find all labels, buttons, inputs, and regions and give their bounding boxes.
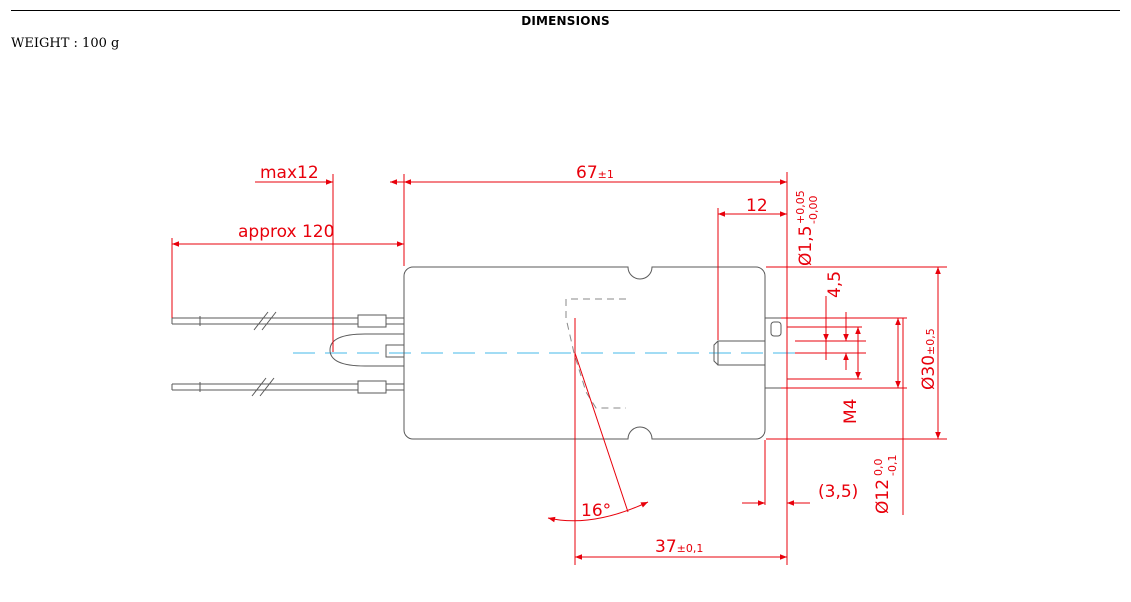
dim-max12: max12 <box>260 163 319 183</box>
dim-67: 67±1 <box>576 163 614 183</box>
dim-pin-dia-value: Ø1,5 <box>796 226 816 266</box>
dim-body-dia-value: Ø30 <box>919 355 939 390</box>
dim-37-tol: ±0,1 <box>677 542 704 555</box>
dimension-lines <box>171 172 947 565</box>
dim-shaft-dia-value: Ø12 <box>873 479 893 514</box>
dim-pin-dia-lower: -0,00 <box>807 196 820 224</box>
weight-label: WEIGHT <box>11 36 70 51</box>
page-title: DIMENSIONS <box>521 14 610 28</box>
dim-pin-dia: Ø1,5 +0,05 -0,00 <box>794 190 820 266</box>
top-rule <box>11 10 1120 11</box>
dim-67-value: 67 <box>576 163 598 183</box>
dim-body-dia-tol: ±0,5 <box>924 328 937 355</box>
dim-pin-dia-upper: +0,05 <box>794 190 807 224</box>
dim-37-value: 37 <box>655 537 677 557</box>
dim-body-dia: Ø30±0,5 <box>919 328 939 390</box>
weight-value: 100 g <box>82 36 120 51</box>
dim-shaft-dia-upper: 0,0 <box>872 459 885 477</box>
dim-16-deg: 16° <box>581 501 611 521</box>
weight-line: WEIGHT : 100 g <box>11 36 120 51</box>
dim-37: 37±0,1 <box>655 537 703 557</box>
svg-text:Ø30±0,5: Ø30±0,5 <box>919 328 939 390</box>
dim-4-5: 4,5 <box>825 271 845 298</box>
part-outline <box>171 266 800 440</box>
hidden-lines <box>565 298 626 409</box>
dim-12: 12 <box>746 196 768 216</box>
dim-shaft-dia: Ø12 0,0 -0,1 <box>872 455 899 514</box>
dim-67-tol: ±1 <box>598 168 614 181</box>
dim-m4: M4 <box>841 399 861 424</box>
dim-shaft-dia-lower: -0,1 <box>886 455 899 476</box>
dim-3-5: (3,5) <box>818 482 858 502</box>
dim-approx-120: approx 120 <box>238 222 334 242</box>
